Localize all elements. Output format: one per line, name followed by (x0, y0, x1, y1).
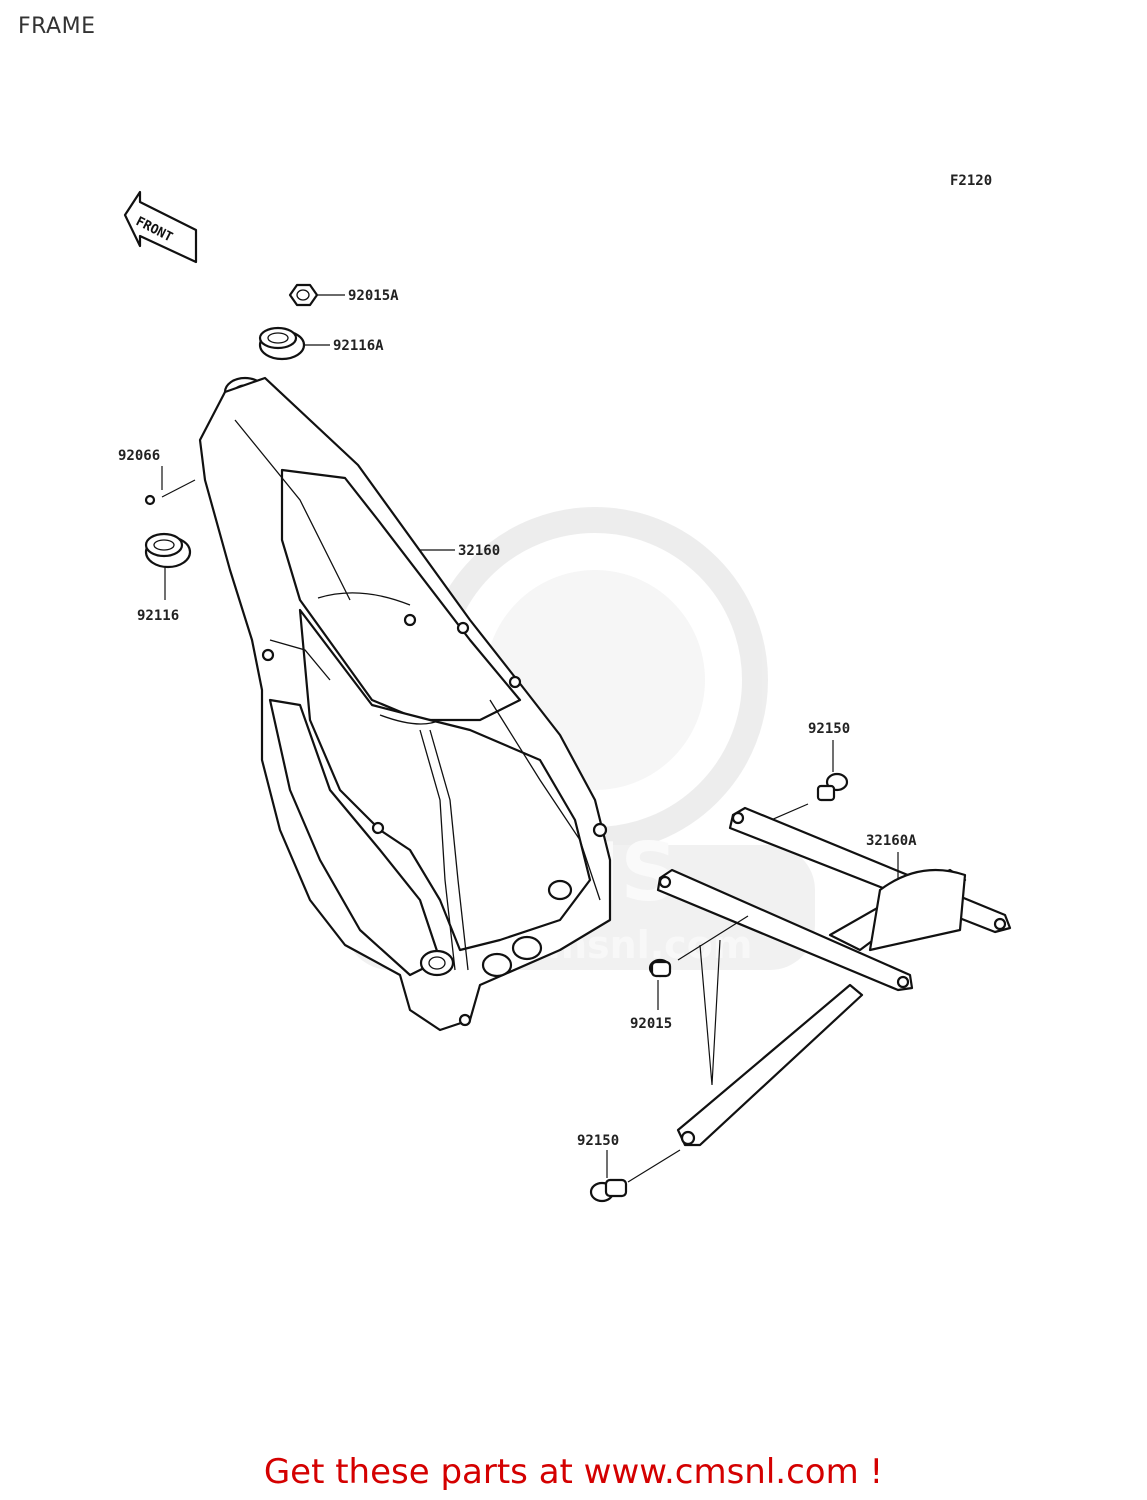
bolt-icon (816, 772, 849, 802)
part-label-92015: 92015 (630, 1016, 672, 1032)
subframe-drawing (656, 806, 1012, 1147)
part-label-92150-bottom: 92150 (577, 1133, 619, 1149)
part-label-32160a: 32160A (866, 833, 917, 849)
figure-code: F2120 (950, 173, 992, 189)
part-label-92015a: 92015A (348, 288, 399, 304)
page-title: FRAME (18, 14, 96, 39)
part-label-92116: 92116 (137, 608, 179, 624)
part-label-92116a: 92116A (333, 338, 384, 354)
collar-icon (648, 958, 672, 978)
main-frame-drawing (198, 376, 612, 1032)
nut-icon (288, 283, 319, 307)
pin-icon (144, 494, 156, 506)
parts-cta-link[interactable]: Get these parts at www.cmsnl.com ! (263, 1452, 884, 1492)
bearing-icon (258, 326, 306, 361)
part-label-32160: 32160 (458, 543, 500, 559)
lower-bolt-icon (589, 1178, 628, 1203)
part-label-92066: 92066 (118, 448, 160, 464)
front-arrow-icon: FRONT (123, 190, 198, 264)
lower-bearing-icon (144, 532, 192, 569)
part-label-92150-top: 92150 (808, 721, 850, 737)
